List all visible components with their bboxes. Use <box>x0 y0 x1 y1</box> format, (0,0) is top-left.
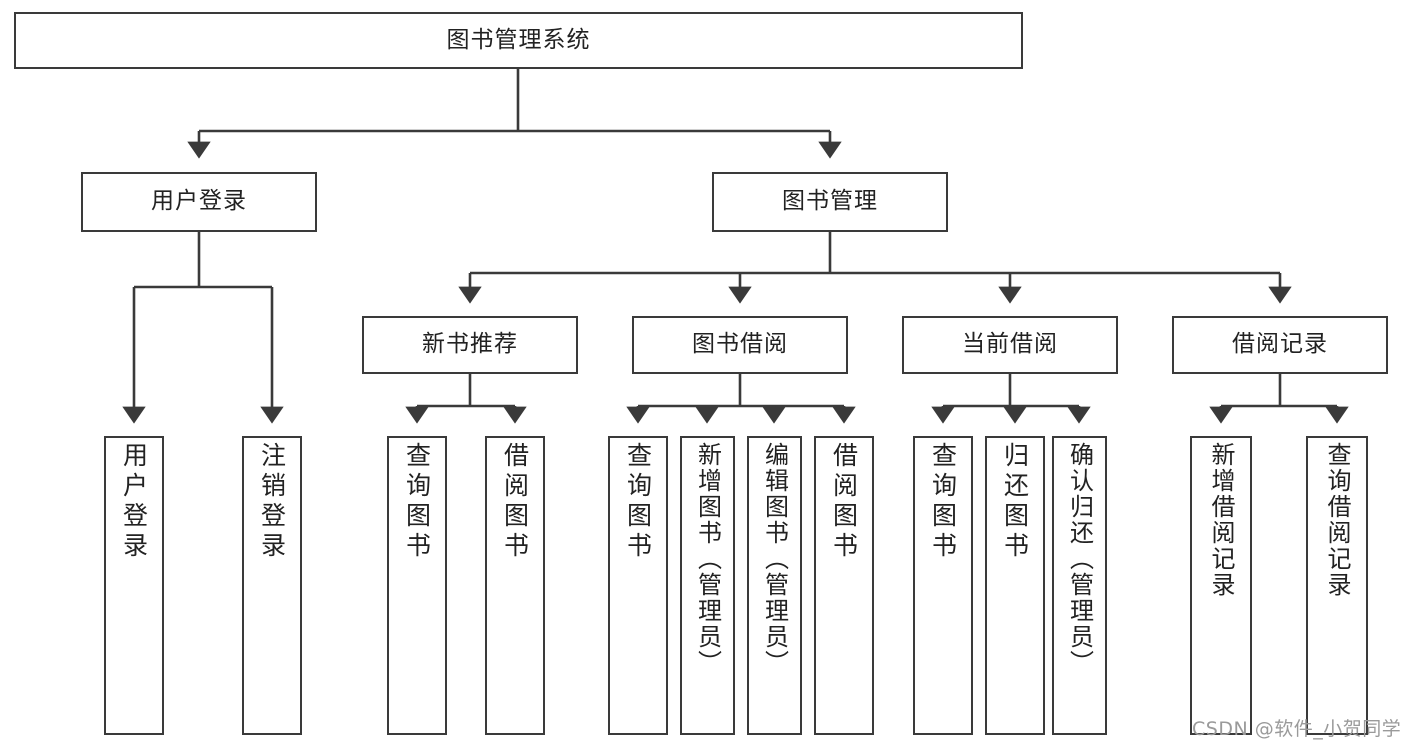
node-user-login[interactable]: 用户登录 <box>81 172 317 232</box>
node-leaf-confirm-return[interactable]: 确认归还（管理员） <box>1052 436 1107 735</box>
node-root-system[interactable]: 图书管理系统 <box>14 12 1023 69</box>
node-leaf-query-book-1[interactable]: 查询图书 <box>387 436 447 735</box>
node-label: 当前借阅 <box>962 331 1058 358</box>
node-leaf-add-book[interactable]: 新增图书（管理员） <box>680 436 735 735</box>
node-label: 编辑图书（管理员） <box>760 442 789 676</box>
node-label: 新增借阅记录 <box>1207 442 1235 598</box>
node-label: 查询图书 <box>402 442 432 562</box>
node-book-borrow[interactable]: 图书借阅 <box>632 316 848 374</box>
node-label: 图书借阅 <box>692 331 788 358</box>
node-leaf-query-book-2[interactable]: 查询图书 <box>608 436 668 735</box>
node-leaf-query-record[interactable]: 查询借阅记录 <box>1306 436 1368 735</box>
node-leaf-add-record[interactable]: 新增借阅记录 <box>1190 436 1252 735</box>
csdn-watermark: CSDN @软件_小贺同学 <box>1192 718 1402 740</box>
node-label: 用户登录 <box>119 442 149 562</box>
node-leaf-borrow-book-2[interactable]: 借阅图书 <box>814 436 874 735</box>
node-label: 借阅记录 <box>1232 331 1328 358</box>
node-label: 借阅图书 <box>829 442 859 562</box>
node-label: 图书管理系统 <box>446 26 591 53</box>
node-borrow-record[interactable]: 借阅记录 <box>1172 316 1388 374</box>
node-book-manage[interactable]: 图书管理 <box>712 172 948 232</box>
node-label: 确认归还（管理员） <box>1065 442 1094 676</box>
node-label: 用户登录 <box>151 188 247 215</box>
node-leaf-query-book-3[interactable]: 查询图书 <box>913 436 973 735</box>
node-label: 图书管理 <box>782 188 878 215</box>
node-current-borrow[interactable]: 当前借阅 <box>902 316 1118 374</box>
node-label: 新书推荐 <box>422 331 518 358</box>
node-label: 归还图书 <box>1000 442 1030 562</box>
node-leaf-borrow-book-1[interactable]: 借阅图书 <box>485 436 545 735</box>
node-leaf-return-book[interactable]: 归还图书 <box>985 436 1045 735</box>
node-label: 新增图书（管理员） <box>693 442 722 676</box>
node-label: 查询图书 <box>928 442 958 562</box>
node-new-book-rec[interactable]: 新书推荐 <box>362 316 578 374</box>
node-label: 查询借阅记录 <box>1323 442 1351 598</box>
node-leaf-logout[interactable]: 注销登录 <box>242 436 302 735</box>
node-label: 借阅图书 <box>500 442 530 562</box>
node-label: 注销登录 <box>257 442 287 562</box>
node-label: 查询图书 <box>623 442 653 562</box>
node-leaf-user-login[interactable]: 用户登录 <box>104 436 164 735</box>
node-leaf-edit-book[interactable]: 编辑图书（管理员） <box>747 436 802 735</box>
